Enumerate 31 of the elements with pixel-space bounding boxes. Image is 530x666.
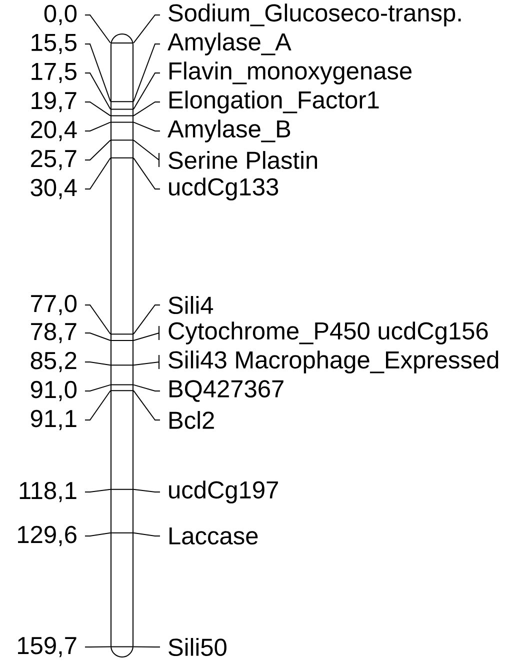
- marker-name: ucdCg197: [169, 480, 278, 504]
- marker-name: Amylase_A: [168, 32, 292, 56]
- map-position: 25,7: [31, 150, 76, 170]
- marker-name: Elongation_Factor1: [170, 90, 379, 114]
- marker-name: Sodium_Glucoseco-transp.: [168, 4, 461, 26]
- marker-name: BQ427367: [170, 380, 284, 402]
- chromosome-bar: [110, 34, 134, 658]
- marker-name: Flavin_monoxygenase: [170, 62, 412, 84]
- map-position: 77,0: [31, 294, 77, 316]
- map-position: 30,4: [30, 178, 77, 200]
- map-position: 15,5: [32, 34, 76, 54]
- marker-name: Laccase: [170, 527, 258, 545]
- marker-name: Sili43 Macrophage_Expressed: [168, 350, 498, 374]
- map-position: 20,4: [31, 120, 77, 142]
- map-position: 159,7: [18, 636, 76, 658]
- marker-name: Sili4: [168, 296, 214, 314]
- marker-name: Bcl2: [170, 411, 214, 429]
- map-position: 0,0: [44, 4, 77, 26]
- marker-name: Serine Plastin: [168, 151, 318, 169]
- map-position: 91,1: [30, 410, 76, 430]
- map-position: 85,2: [30, 352, 76, 372]
- map-position: 17,5: [32, 63, 76, 83]
- map-position: 19,7: [32, 92, 76, 112]
- marker-name: Amylase_B: [168, 120, 290, 142]
- map-position: 118,1: [20, 482, 76, 502]
- marker-name: Cytochrome_P450 ucdCg156: [168, 322, 488, 344]
- map-position: 91,0: [30, 380, 77, 402]
- marker-name: ucdCg133: [169, 178, 278, 200]
- marker-name: Sili50: [168, 638, 226, 656]
- map-position: 129,6: [18, 526, 76, 546]
- map-position: 78,7: [31, 322, 76, 344]
